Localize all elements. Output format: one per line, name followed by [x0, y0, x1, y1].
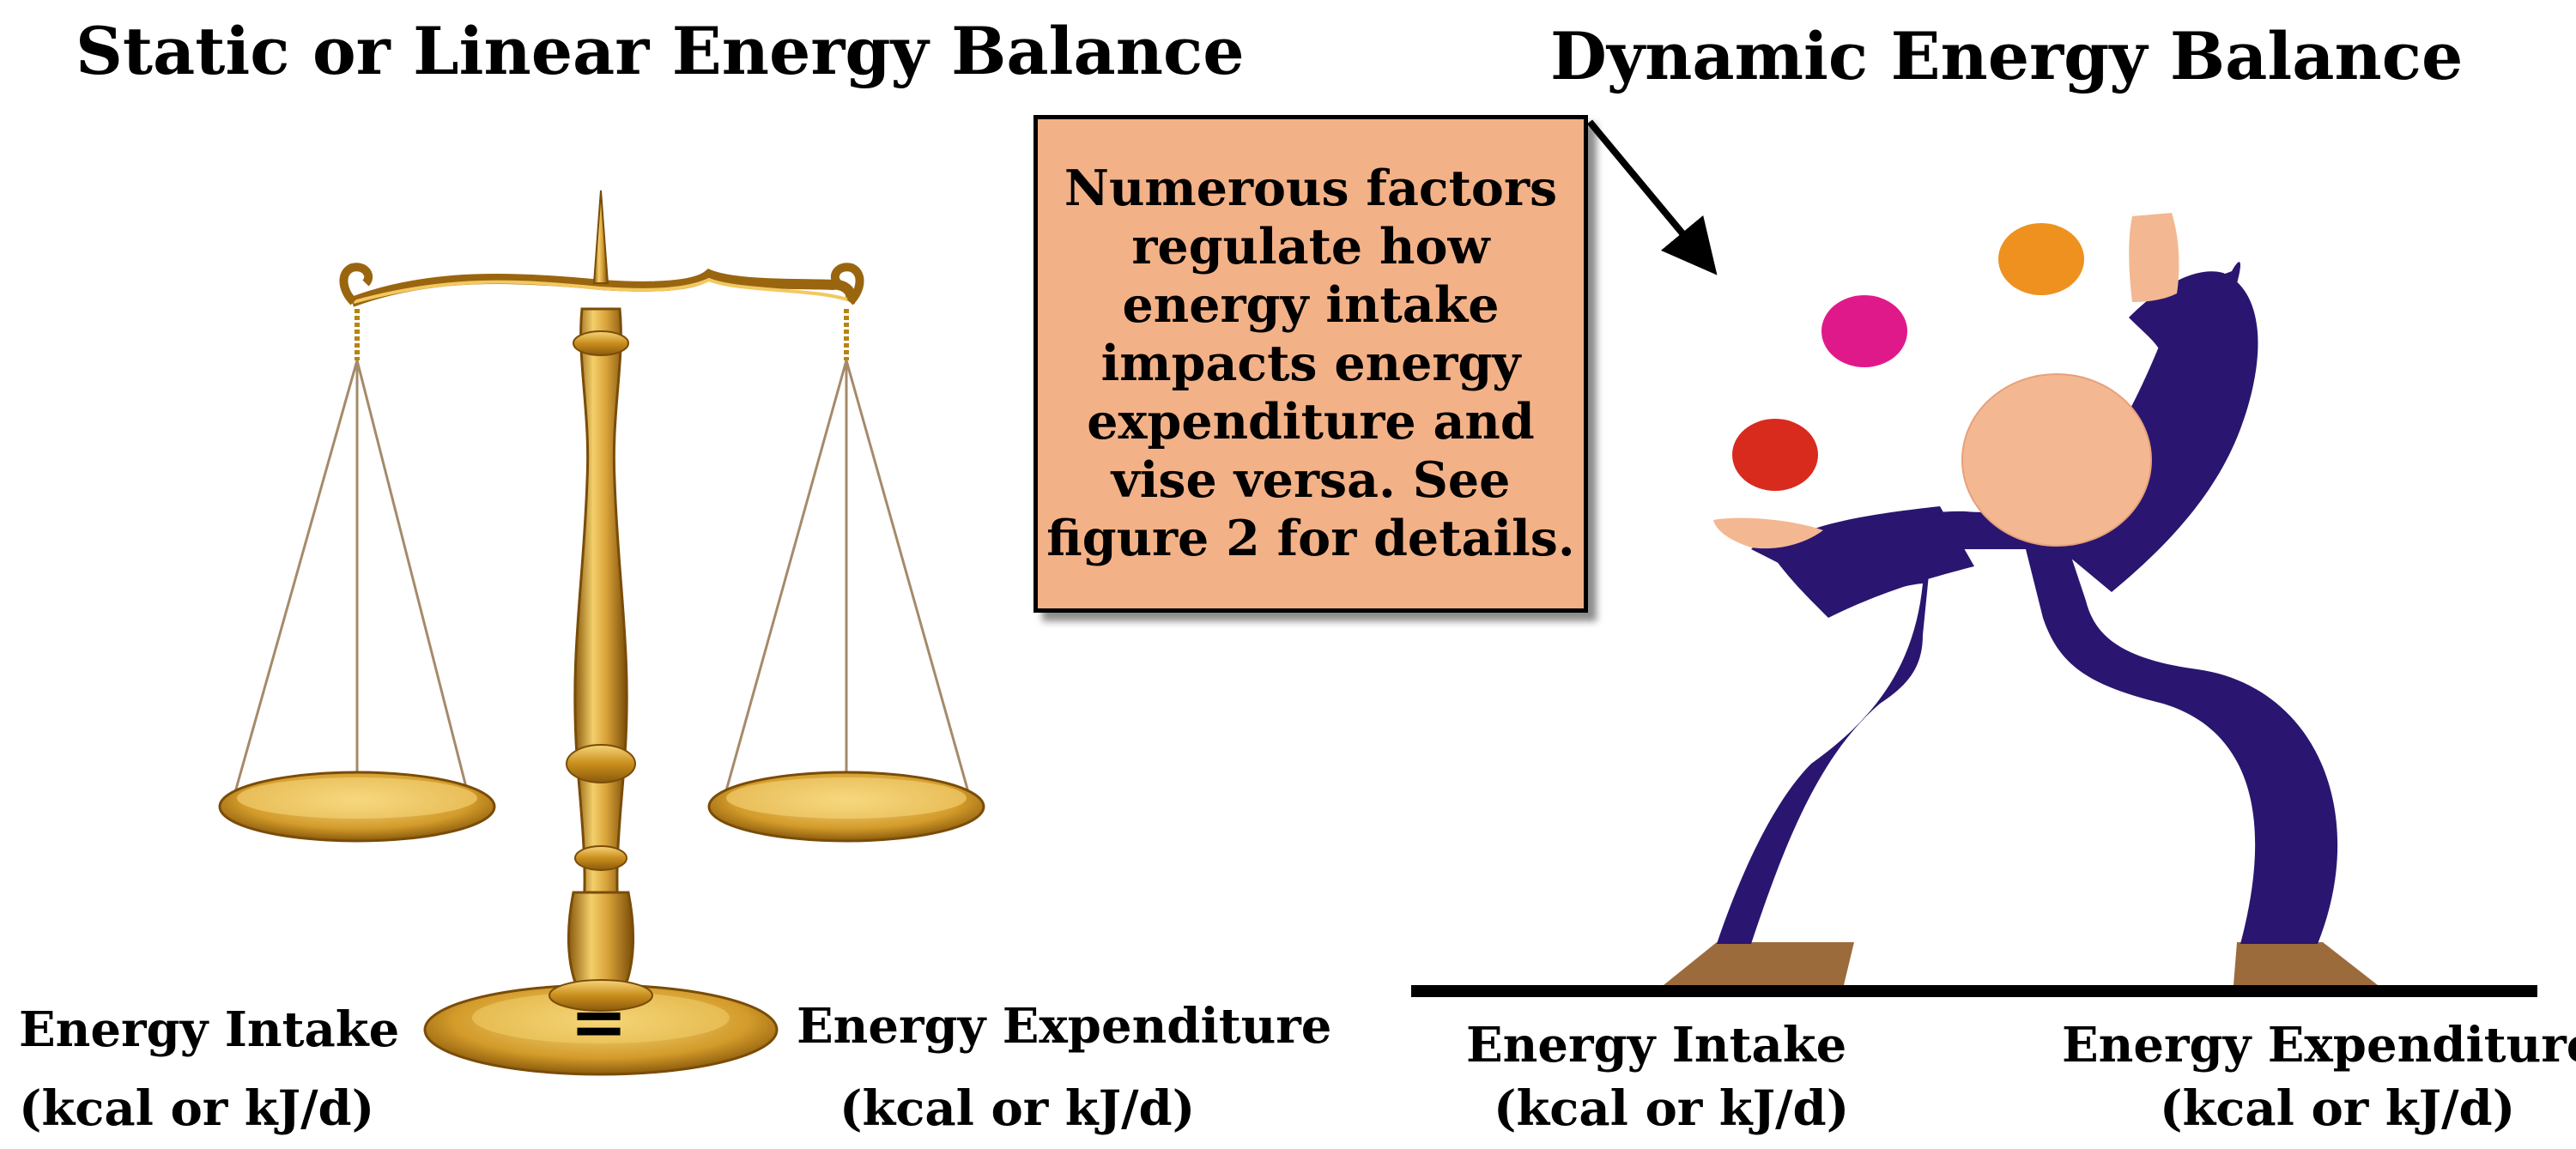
right-pan — [707, 771, 985, 843]
juggler-left-hand — [1713, 517, 1823, 549]
left-expenditure-unit: (kcal or kJ/d) — [839, 1080, 1196, 1137]
balance-scale — [218, 190, 985, 1076]
right-shoe — [2234, 942, 2378, 985]
juggler-head — [1961, 373, 2152, 547]
scale-column — [573, 307, 628, 911]
ball-magenta — [1821, 295, 1907, 367]
right-pan-strings — [724, 360, 972, 799]
equals-sign: = — [570, 981, 628, 1061]
juggler-figure — [1411, 213, 2537, 997]
right-expenditure-label: Energy Expenditure — [2062, 1017, 2576, 1073]
callout-arrow — [1586, 119, 1718, 275]
juggler-body — [1717, 262, 2338, 944]
ground-line — [1411, 985, 2537, 997]
left-expenditure-label: Energy Expenditure — [797, 998, 1332, 1055]
callout-text: Numerous factors regulate how energy int… — [1046, 160, 1575, 567]
scale-beam — [349, 269, 857, 307]
callout-box: Numerous factors regulate how energy int… — [1033, 115, 1588, 613]
scale-base — [423, 979, 779, 1076]
left-shoe — [1664, 942, 1854, 985]
ball-orange — [1998, 223, 2084, 295]
left-intake-label: Energy Intake — [19, 1001, 400, 1058]
left-intake-unit: (kcal or kJ/d) — [19, 1080, 375, 1137]
static-balance-title: Static or Linear Energy Balance — [76, 13, 1245, 89]
left-pan — [218, 771, 496, 843]
ball-red — [1732, 419, 1818, 491]
right-intake-label: Energy Intake — [1466, 1017, 1847, 1073]
right-intake-unit: (kcal or kJ/d) — [1494, 1080, 1850, 1137]
left-beam-hook — [339, 263, 373, 305]
dynamic-balance-title: Dynamic Energy Balance — [1550, 18, 2464, 94]
scale-finial — [592, 190, 609, 284]
right-expenditure-unit: (kcal or kJ/d) — [2160, 1080, 2516, 1137]
left-pan-strings — [232, 360, 470, 799]
juggler-right-hand — [2129, 213, 2179, 302]
right-beam-hook — [830, 263, 864, 305]
juggler-extended-arm — [1768, 506, 1974, 618]
